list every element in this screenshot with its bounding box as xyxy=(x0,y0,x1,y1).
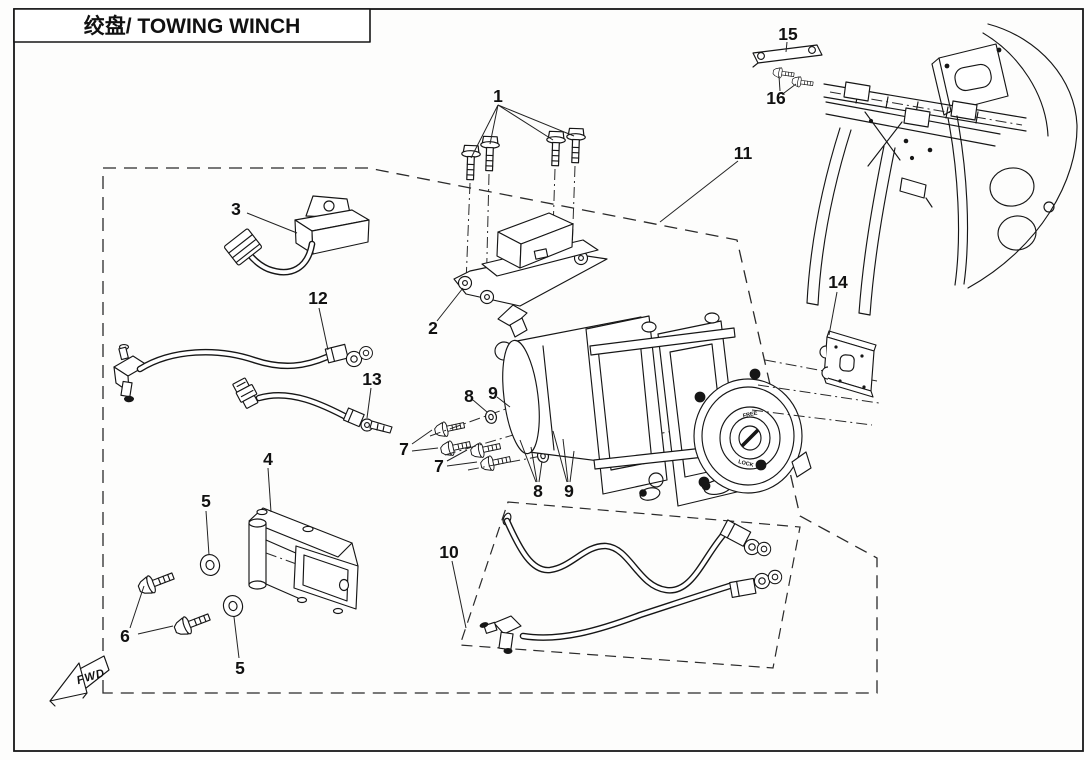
part-15-bracket xyxy=(752,44,823,68)
assembly-boundary xyxy=(102,167,878,694)
vehicle-frame xyxy=(806,23,1078,316)
callout-7a: 7 xyxy=(399,439,409,459)
callout-11: 11 xyxy=(734,143,753,163)
callout-7b: 7 xyxy=(434,456,444,476)
page-title: 绞盘/ TOWING WINCH xyxy=(84,14,301,38)
part-6-bolts xyxy=(135,566,213,639)
fwd-arrow-icon: FWD xyxy=(49,655,110,707)
cable-clamp-end xyxy=(479,615,522,654)
callout-4: 4 xyxy=(263,449,273,469)
callout-13: 13 xyxy=(362,369,382,389)
part-5-washers xyxy=(197,551,246,620)
callout-9a: 9 xyxy=(488,383,498,403)
callout-8b: 8 xyxy=(533,481,543,501)
callout-8a: 8 xyxy=(464,386,474,406)
part-13-cable xyxy=(232,377,393,434)
callout-1: 1 xyxy=(493,86,503,106)
leader-lines xyxy=(129,41,838,659)
callout-14: 14 xyxy=(828,272,848,292)
dial-free-label: FREE xyxy=(742,410,758,419)
part-10-cables xyxy=(479,512,783,654)
part-3-relay xyxy=(224,195,370,276)
callout-5b: 5 xyxy=(235,658,245,678)
callout-9b: 9 xyxy=(564,481,574,501)
callout-5a: 5 xyxy=(201,491,211,511)
page-border xyxy=(13,8,1084,752)
dial-lock-label: LOCK xyxy=(737,459,754,469)
callout-12: 12 xyxy=(308,288,328,308)
part-2-contactor-assembly xyxy=(453,212,608,307)
part-4-mount-bracket xyxy=(248,507,359,615)
callout-3: 3 xyxy=(231,199,241,219)
callouts: 1 2 3 4 5 5 6 7 7 8 8 9 9 10 11 12 13 14… xyxy=(120,24,848,678)
callout-10: 10 xyxy=(439,542,459,562)
callout-6: 6 xyxy=(120,626,130,646)
battery-clamp xyxy=(113,344,148,403)
title-box: 绞盘/ TOWING WINCH xyxy=(13,8,371,43)
callout-16: 16 xyxy=(766,88,786,108)
callout-2: 2 xyxy=(428,318,438,338)
cable-group-boundary xyxy=(459,501,801,669)
part-14-mount-plate xyxy=(751,330,880,426)
part-7-bolts xyxy=(433,417,513,473)
callout-15: 15 xyxy=(778,24,798,44)
part-12-cable xyxy=(113,343,373,403)
winch-motor: FREE LOCK xyxy=(494,304,812,507)
